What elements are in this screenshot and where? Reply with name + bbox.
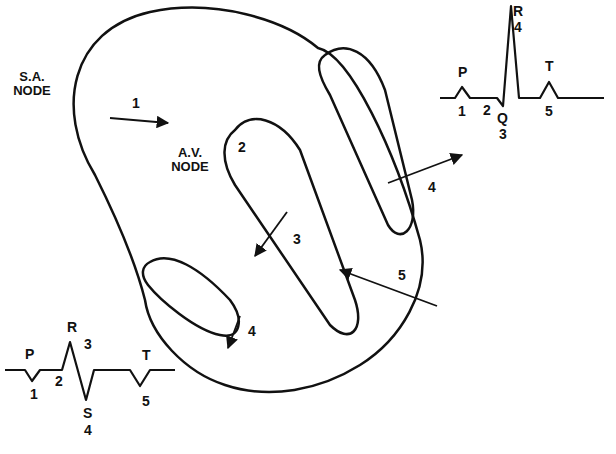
- heart-outline: [74, 8, 423, 392]
- septum-cavity: [224, 119, 358, 334]
- callout-number: 4: [514, 20, 522, 35]
- callout-number: 2: [238, 140, 246, 155]
- wave-label: T: [545, 59, 554, 74]
- callout-number: 1: [132, 96, 140, 111]
- ecg-trace: [440, 6, 604, 106]
- callout-number: 5: [398, 268, 406, 283]
- part-label: A.V. NODE: [166, 146, 214, 175]
- wave-label: R: [513, 4, 523, 19]
- callout-number: 4: [428, 180, 436, 195]
- callout-number: 1: [458, 104, 466, 119]
- right-ventricle-cavity: [319, 48, 413, 234]
- wave-label: P: [458, 65, 467, 80]
- wave-label: S: [83, 406, 92, 421]
- callout-number: 5: [545, 104, 553, 119]
- vector-arrow: [388, 155, 462, 183]
- callout-number: 3: [499, 127, 507, 142]
- callout-number: 2: [483, 103, 491, 118]
- vector-arrow: [110, 118, 168, 123]
- part-label: S.A. NODE: [8, 70, 56, 99]
- callout-number: 3: [84, 337, 92, 352]
- callout-number: 2: [55, 374, 63, 389]
- callout-number: 1: [30, 387, 38, 402]
- vector-arrow: [228, 316, 240, 348]
- callout-number: 4: [84, 423, 92, 438]
- wave-label: R: [67, 320, 77, 335]
- left-ventricle-cavity: [143, 258, 239, 336]
- vector-arrow: [255, 212, 287, 256]
- wave-label: Q: [497, 111, 508, 126]
- callout-number: 3: [293, 232, 301, 247]
- wave-label: P: [25, 347, 34, 362]
- wave-label: T: [142, 348, 151, 363]
- callout-number: 4: [248, 324, 256, 339]
- vector-arrow: [340, 270, 437, 306]
- callout-number: 5: [142, 394, 150, 409]
